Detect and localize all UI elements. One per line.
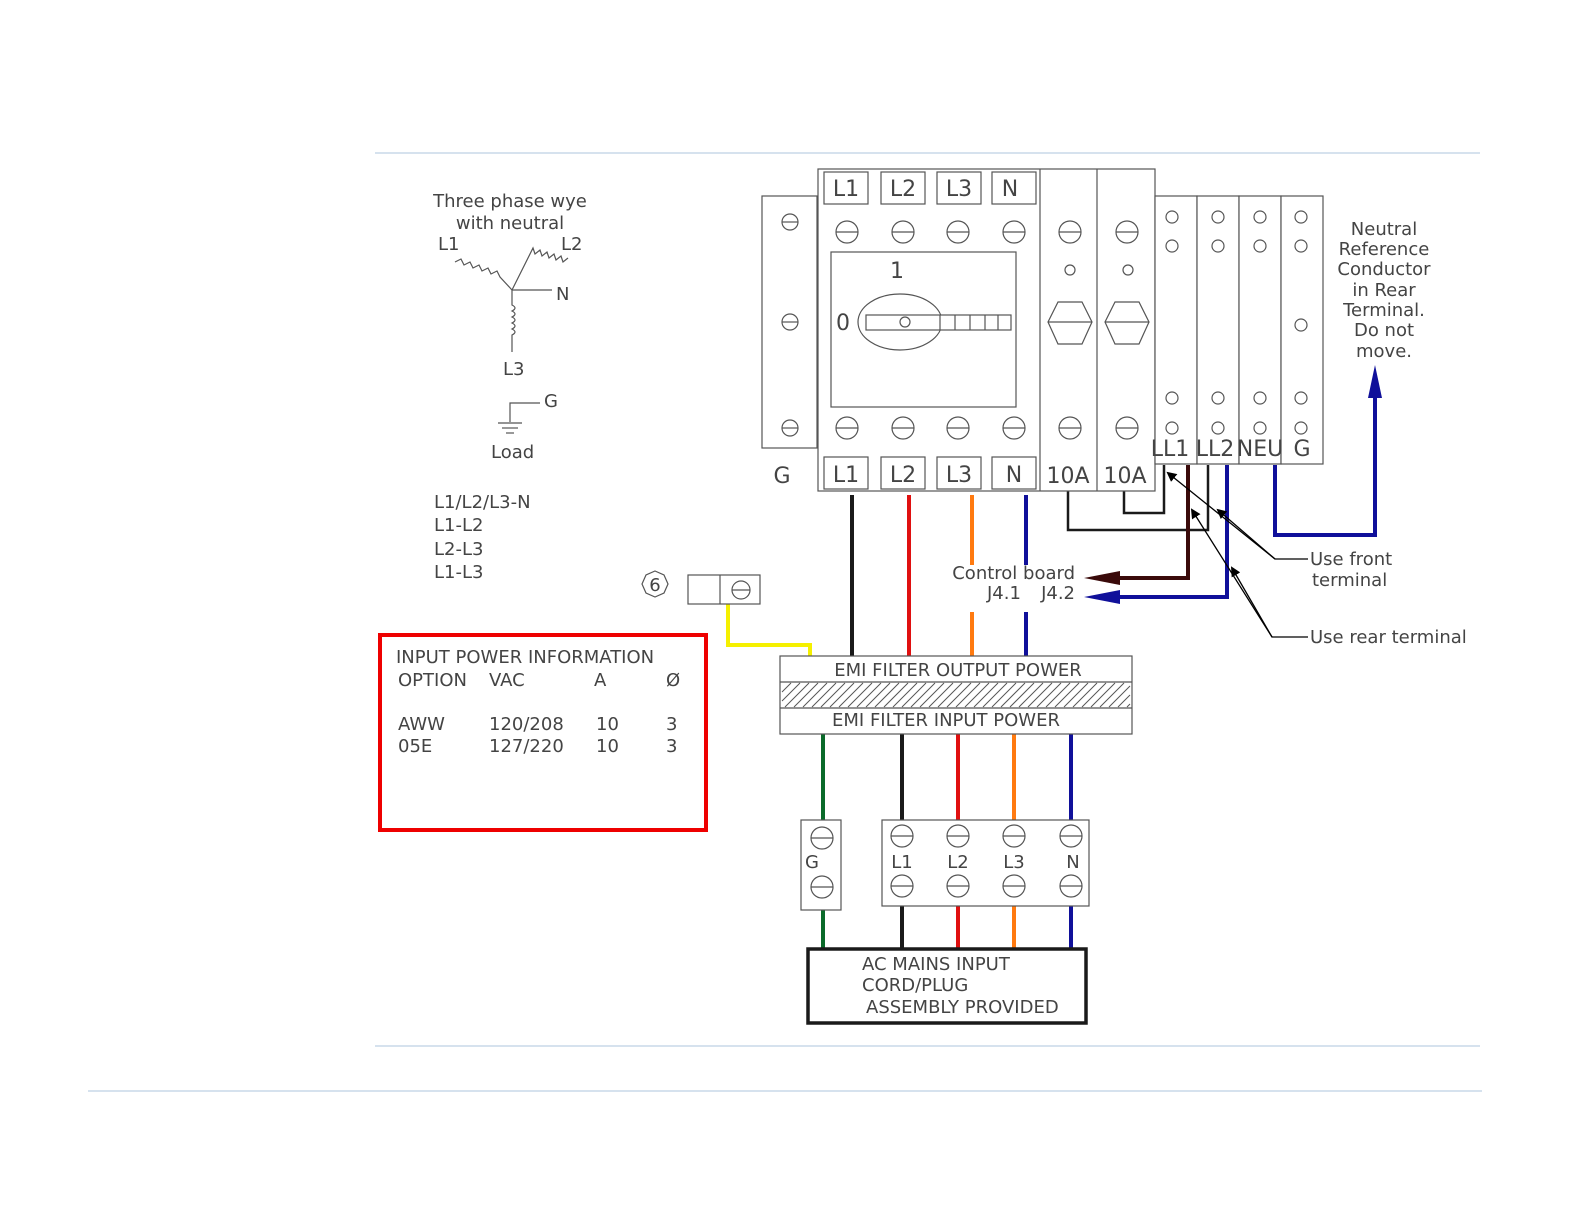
wye-n-label: N xyxy=(556,284,569,305)
screw-icon xyxy=(835,416,1026,440)
row2-vac: 127/220 xyxy=(489,736,564,757)
top-terminal-l3: L3 xyxy=(946,177,972,202)
switch-off-position: 0 xyxy=(836,311,850,336)
use-front-note-1: Use front xyxy=(1310,549,1392,570)
filter-hatching xyxy=(781,682,1131,708)
wye-l3-coil xyxy=(510,290,516,352)
ac-mains-line-2: CORD/PLUG xyxy=(862,975,968,996)
input-l2-label: L2 xyxy=(947,852,968,873)
switch-on-position: 1 xyxy=(890,259,904,284)
control-board-label: Control board xyxy=(952,563,1075,584)
top-terminal-n: N xyxy=(1002,177,1018,202)
input-power-info-box: INPUT POWER INFORMATION OPTION VAC A Ø A… xyxy=(378,633,708,832)
terminal-ll1: LL1 xyxy=(1151,437,1190,462)
wire-j41-brown xyxy=(1100,465,1190,580)
emi-input-label: EMI FILTER INPUT POWER xyxy=(832,710,1060,731)
wire-neutral-ref xyxy=(1273,390,1377,537)
svg-text:Reference: Reference xyxy=(1339,239,1430,260)
row1-amps: 10 xyxy=(596,714,619,735)
load-label: Load xyxy=(491,442,534,463)
wye-title-1: Three phase wye xyxy=(432,191,587,212)
input-n-label: N xyxy=(1066,852,1079,873)
terminal-ll2: LL2 xyxy=(1196,437,1235,462)
right-terminal-block: LL1 LL2 NEU G xyxy=(1151,195,1324,465)
terminal-neu: NEU xyxy=(1237,437,1283,462)
bottom-terminal-l3: L3 xyxy=(946,463,972,488)
row1-phase: 3 xyxy=(666,714,677,735)
wye-l2-label: L2 xyxy=(561,234,582,255)
row2-phase: 3 xyxy=(666,736,677,757)
top-terminal-l1: L1 xyxy=(833,177,859,202)
header-phase: Ø xyxy=(666,670,680,691)
ground-icon xyxy=(498,422,522,434)
row1-vac: 120/208 xyxy=(489,714,564,735)
ac-mains-box: AC MAINS INPUT CORD/PLUG ASSEMBLY PROVID… xyxy=(806,947,1088,1025)
wire-ground-yellow xyxy=(726,604,812,657)
voltage-ref-4: L1-L3 xyxy=(434,562,483,583)
input-l1-label: L1 xyxy=(891,852,912,873)
emi-filter: EMI FILTER OUTPUT POWER EMI FILTER INPUT… xyxy=(779,655,1133,735)
svg-text:Terminal.: Terminal. xyxy=(1342,300,1425,321)
ground-wire xyxy=(509,402,540,422)
ac-mains-line-1: AC MAINS INPUT xyxy=(862,954,1011,975)
input-g-label: G xyxy=(805,852,819,873)
top-terminal-l2: L2 xyxy=(890,177,916,202)
screw-icon xyxy=(835,220,1026,244)
svg-text:Conductor: Conductor xyxy=(1337,259,1431,280)
terminal-screw-icon xyxy=(1165,210,1308,435)
wye-l3-label: L3 xyxy=(503,359,524,380)
info-title: INPUT POWER INFORMATION xyxy=(396,647,654,668)
svg-text:Neutral: Neutral xyxy=(1351,219,1417,240)
header-amps: A xyxy=(594,670,607,691)
svg-text:in Rear: in Rear xyxy=(1352,280,1416,301)
ground-bar: G xyxy=(761,195,818,489)
fuse-rating-1: 10A xyxy=(1046,464,1089,489)
header-vac: VAC xyxy=(489,670,525,691)
wye-l1-coil xyxy=(454,258,513,291)
ground-bar-label: G xyxy=(773,464,790,489)
ac-mains-line-3: ASSEMBLY PROVIDED xyxy=(866,997,1059,1018)
j41-label: J4.1 xyxy=(986,583,1021,604)
wye-l1-label: L1 xyxy=(438,234,459,255)
input-l3-label: L3 xyxy=(1003,852,1024,873)
fuse-rating-2: 10A xyxy=(1103,464,1146,489)
voltage-ref-2: L1-L2 xyxy=(434,515,483,536)
neutral-reference-note: Neutral Reference Conductor in Rear Term… xyxy=(1337,219,1431,362)
bottom-terminal-n: N xyxy=(1006,463,1022,488)
header-option: OPTION xyxy=(398,670,467,691)
wye-diagram: Three phase wye with neutral L1 L2 N L3 … xyxy=(432,191,587,583)
voltage-ref-1: L1/L2/L3-N xyxy=(434,492,531,513)
wye-title-2: with neutral xyxy=(456,213,564,234)
callout-6: 6 xyxy=(641,570,669,598)
disconnect-switch: L1 L2 L3 N 1 0 xyxy=(817,168,1156,492)
terminal-g: G xyxy=(1293,437,1310,462)
svg-text:6: 6 xyxy=(649,575,660,596)
use-rear-note: Use rear terminal xyxy=(1310,627,1467,648)
svg-text:Do not: Do not xyxy=(1354,320,1414,341)
svg-text:move.: move. xyxy=(1356,341,1412,362)
row1-option: AWW xyxy=(398,714,445,735)
bottom-terminal-l2: L2 xyxy=(890,463,916,488)
input-phase-terminal-block: L1 L2 L3 N xyxy=(881,819,1090,907)
voltage-ref-3: L2-L3 xyxy=(434,539,483,560)
input-ground-terminal: G xyxy=(800,819,842,911)
wires xyxy=(726,365,1382,948)
row2-option: 05E xyxy=(398,736,432,757)
j42-label: J4.2 xyxy=(1040,583,1075,604)
ground-stud xyxy=(687,574,761,605)
bottom-terminal-l1: L1 xyxy=(833,463,859,488)
row2-amps: 10 xyxy=(596,736,619,757)
fuse-icon xyxy=(1047,220,1150,440)
emi-output-label: EMI FILTER OUTPUT POWER xyxy=(834,660,1082,681)
wye-l2-coil xyxy=(511,246,569,291)
use-front-note-2: terminal xyxy=(1312,570,1387,591)
wye-g-label: G xyxy=(544,391,558,412)
